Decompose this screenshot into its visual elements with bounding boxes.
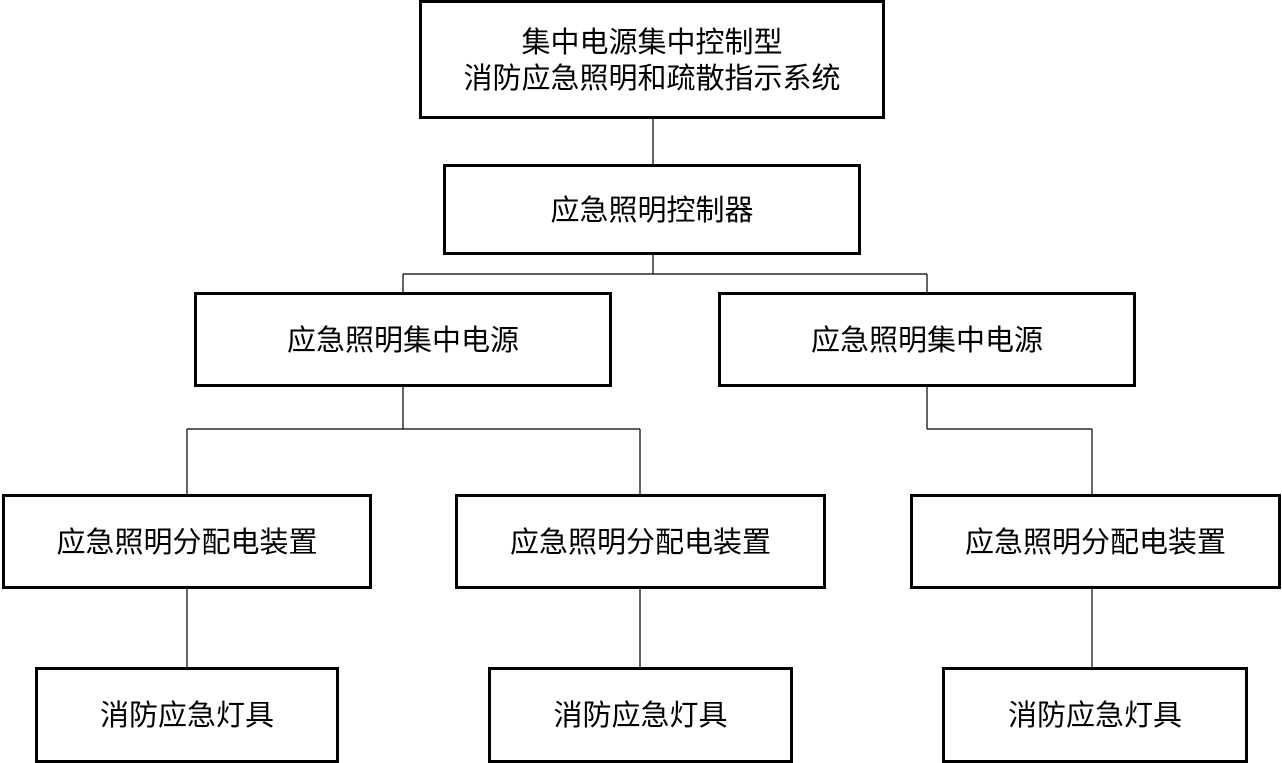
emergency-fixture-box-3: 消防应急灯具 <box>942 667 1248 763</box>
emergency-fixture-box-1: 消防应急灯具 <box>35 667 339 763</box>
root-system-box: 集中电源集中控制型 消防应急照明和疏散指示系统 <box>419 0 885 119</box>
emergency-fixture-label: 消防应急灯具 <box>99 698 274 732</box>
distribution-device-box-2: 应急照明分配电装置 <box>455 494 826 589</box>
emergency-fixture-label: 消防应急灯具 <box>1007 698 1182 732</box>
distribution-device-label: 应急照明分配电装置 <box>964 524 1226 559</box>
distribution-device-label: 应急照明分配电装置 <box>56 524 318 559</box>
distribution-device-box-1: 应急照明分配电装置 <box>2 494 372 589</box>
controller-label: 应急照明控制器 <box>550 192 754 227</box>
distribution-device-box-3: 应急照明分配电装置 <box>910 494 1281 589</box>
emergency-fixture-box-2: 消防应急灯具 <box>488 667 793 763</box>
emergency-fixture-label: 消防应急灯具 <box>553 698 728 732</box>
distribution-device-label: 应急照明分配电装置 <box>509 524 771 559</box>
power-source-label: 应急照明集中电源 <box>286 322 519 357</box>
power-source-box-right: 应急照明集中电源 <box>718 292 1136 387</box>
root-system-title-line2: 消防应急照明和疏散指示系统 <box>463 60 841 95</box>
root-system-title-line1: 集中电源集中控制型 <box>521 24 783 59</box>
controller-box: 应急照明控制器 <box>443 164 861 255</box>
power-source-box-left: 应急照明集中电源 <box>194 292 612 387</box>
power-source-label: 应急照明集中电源 <box>810 322 1043 357</box>
